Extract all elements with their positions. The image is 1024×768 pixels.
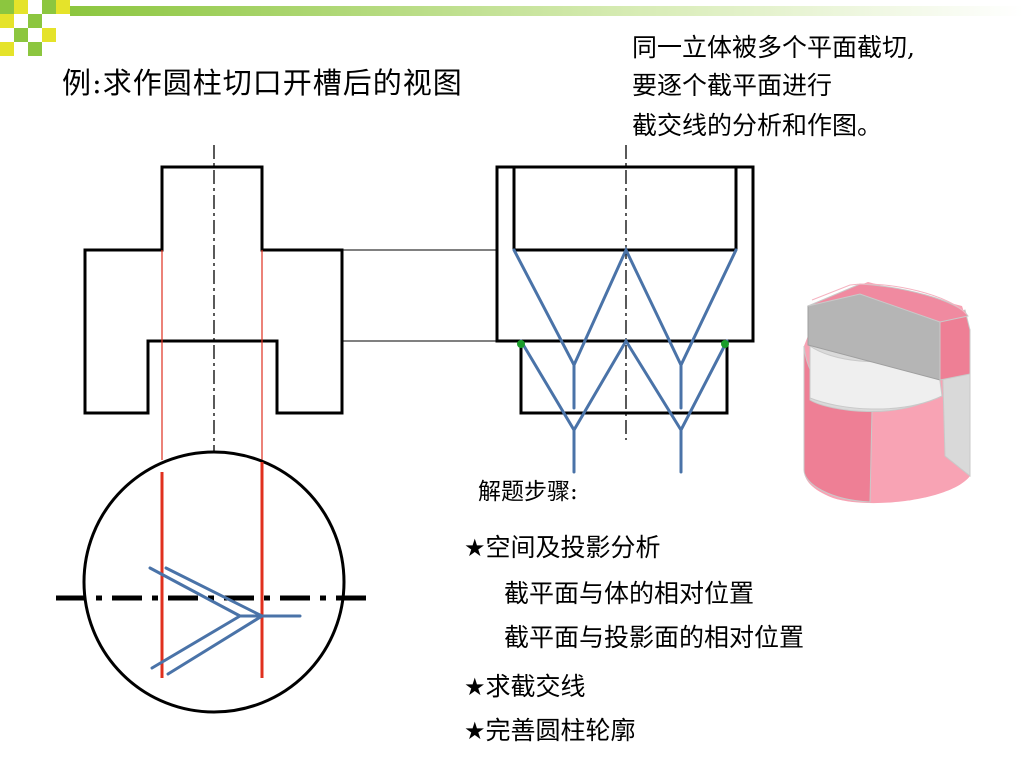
step-text: 空间及投影分析: [485, 533, 661, 562]
note-line-3: 截交线的分析和作图。: [632, 111, 883, 140]
projection-lines-red: [161, 250, 263, 460]
step-subitem-projection-position: 截平面与投影面的相对位置: [504, 623, 805, 652]
header-gradient-bar: [70, 6, 1024, 16]
page-title: 例:求作圆柱切口开槽后的视图: [62, 66, 463, 100]
projection-links: [342, 249, 497, 342]
cylinder-3d-model: [803, 282, 971, 504]
star-icon: ★: [464, 534, 486, 562]
step-item-outline: ★完善圆柱轮廓: [464, 711, 636, 747]
step-text: 求截交线: [485, 672, 586, 701]
top-view: [56, 450, 372, 714]
intersection-points: [517, 340, 729, 348]
corner-decoration: [0, 0, 70, 56]
note-line-1: 同一立体被多个平面截切,: [632, 33, 915, 62]
step-item-intersection: ★求截交线: [464, 667, 586, 703]
step-subitem-body-position: 截平面与体的相对位置: [504, 579, 755, 608]
note-line-2: 要逐个截平面进行: [632, 71, 833, 100]
step-item-analysis: ★空间及投影分析: [464, 528, 661, 564]
star-icon: ★: [464, 673, 486, 701]
intersection-lines-blue: [512, 246, 738, 474]
step-text: 完善圆柱轮廓: [485, 716, 636, 745]
steps-heading: 解题步骤:: [478, 479, 578, 505]
star-icon: ★: [464, 717, 486, 745]
